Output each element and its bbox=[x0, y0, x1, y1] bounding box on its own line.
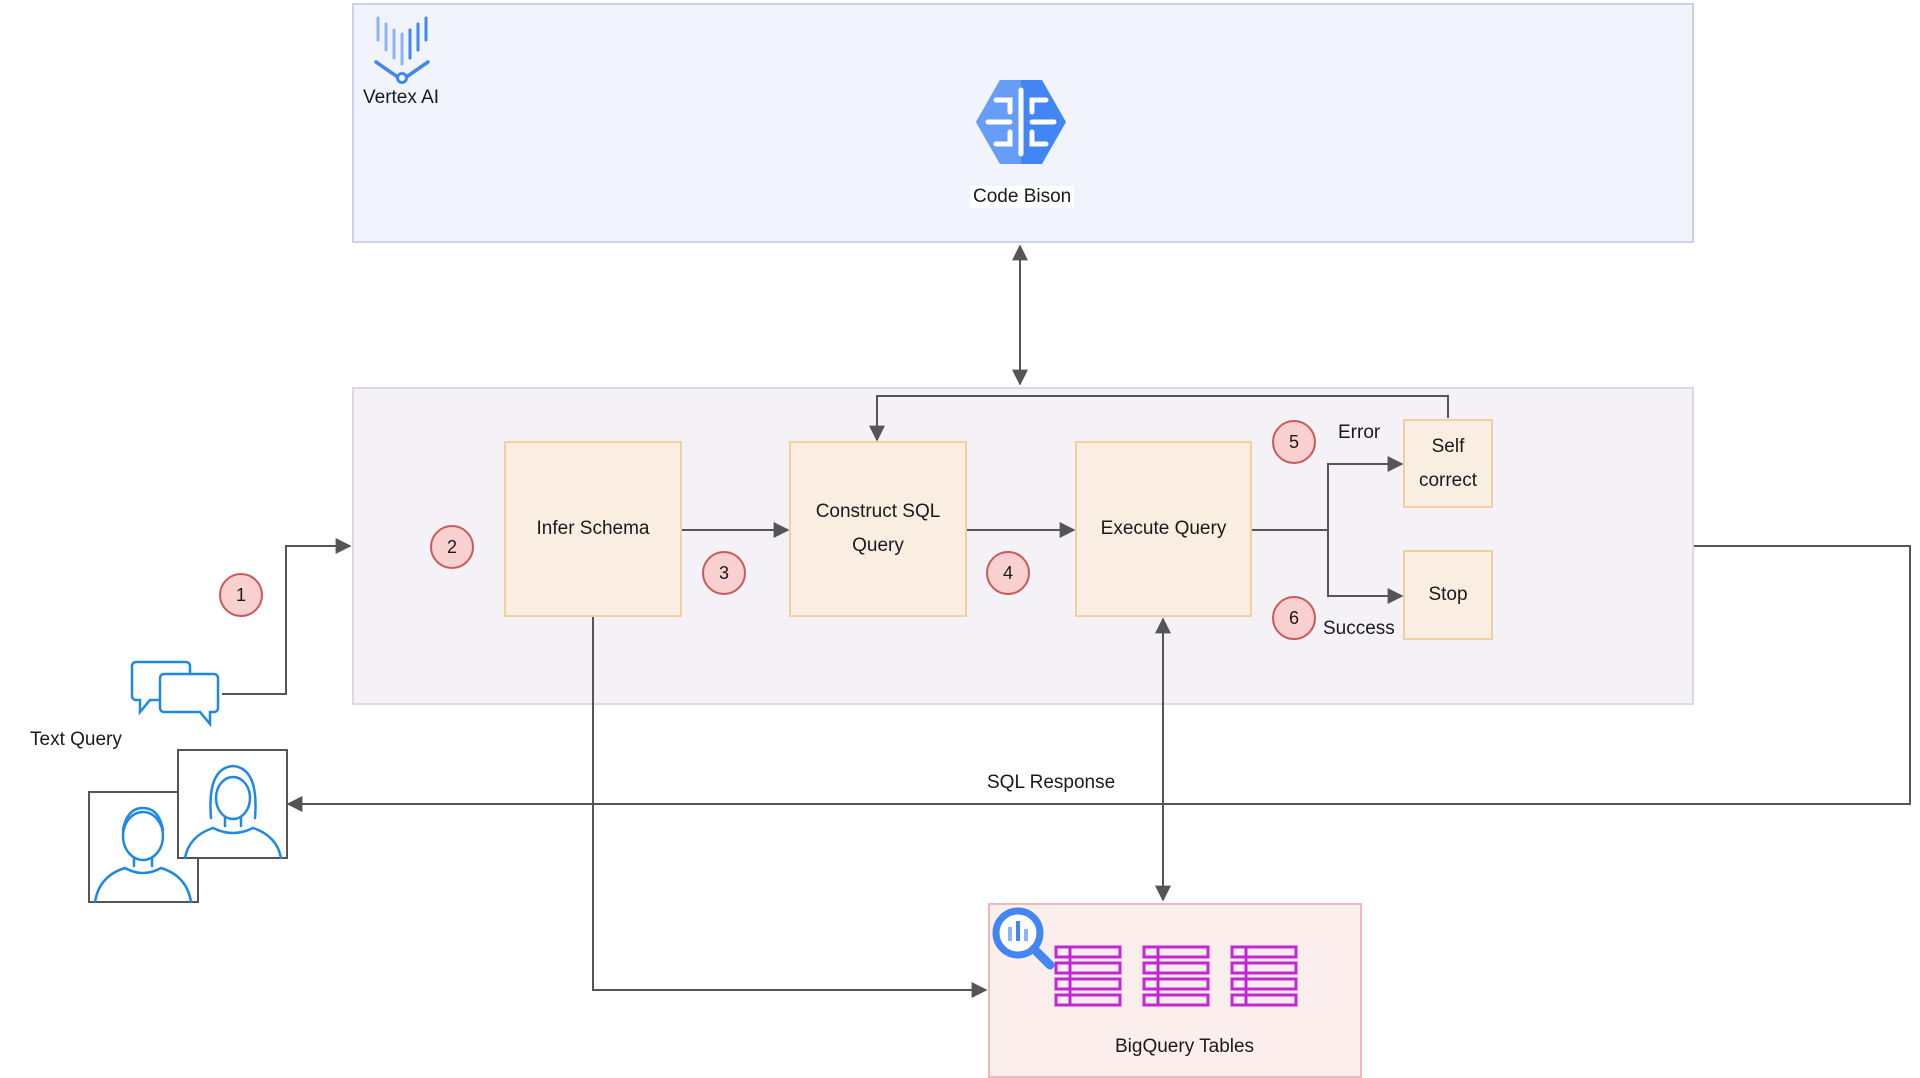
vertex-ai-icon bbox=[374, 16, 430, 84]
table-icon-3 bbox=[1230, 945, 1298, 1007]
construct-sql-box: Construct SQL Query bbox=[789, 441, 967, 617]
chat-bubbles-icon bbox=[130, 660, 220, 728]
bigquery-icon bbox=[992, 907, 1055, 970]
step-badge-6: 6 bbox=[1272, 596, 1316, 640]
user-to-pipeline-arrow bbox=[222, 538, 352, 695]
user-female-icon bbox=[177, 749, 288, 860]
vertex-ai-title: Vertex AI bbox=[363, 87, 440, 108]
infer-to-bigquery-arrow bbox=[592, 617, 988, 998]
text-query-label: Text Query bbox=[30, 729, 122, 750]
error-label: Error bbox=[1338, 422, 1381, 443]
execute-to-stop-arrow bbox=[1327, 530, 1404, 604]
step-badge-3: 3 bbox=[702, 551, 746, 595]
step-badge-4: 4 bbox=[986, 551, 1030, 595]
brain-icon bbox=[976, 80, 1066, 164]
infer-schema-box: Infer Schema bbox=[504, 441, 682, 617]
code-bison-label: Code Bison bbox=[970, 186, 1075, 208]
sql-response-arrow bbox=[286, 545, 1911, 812]
stop-box: Stop bbox=[1403, 550, 1493, 640]
execute-to-selfcorrect-arrow bbox=[1252, 456, 1404, 531]
step-badge-1: 1 bbox=[219, 573, 263, 617]
step-badge-5: 5 bbox=[1272, 420, 1316, 464]
table-icon-2 bbox=[1142, 945, 1210, 1007]
users-icon bbox=[88, 749, 288, 904]
success-label: Success bbox=[1323, 618, 1395, 639]
table-icons bbox=[1054, 945, 1298, 1007]
step-badge-2: 2 bbox=[430, 525, 474, 569]
selfcorrect-feedback-arrow bbox=[869, 395, 1449, 442]
execute-query-box: Execute Query bbox=[1075, 441, 1252, 617]
bigquery-tables-label: BigQuery Tables bbox=[1115, 1036, 1255, 1057]
table-icon-1 bbox=[1054, 945, 1122, 1007]
self-correct-box: Self correct bbox=[1403, 419, 1493, 508]
sql-response-label: SQL Response bbox=[987, 772, 1116, 793]
